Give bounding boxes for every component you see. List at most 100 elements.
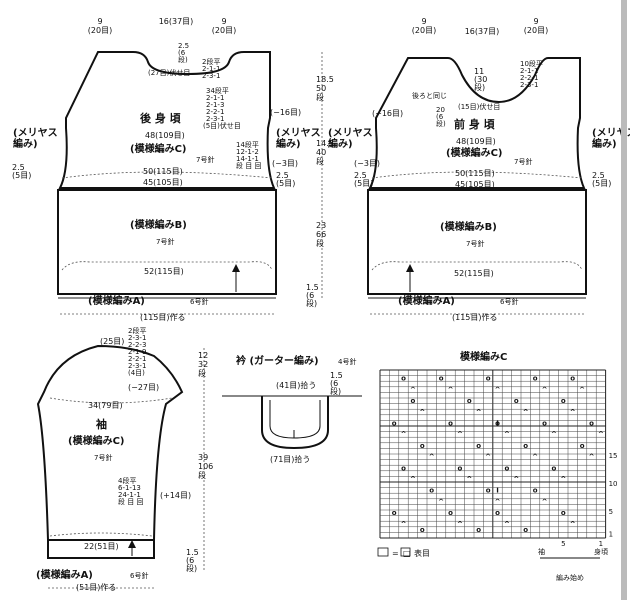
text-line: 52(115目) [454,269,494,278]
front-body-outline [368,57,586,189]
text-line: 12 [198,351,208,360]
text-line: (6 [306,291,314,300]
chart-dec-mark: ^ [410,386,416,394]
front-side-minus3: (−3目) [354,159,380,168]
text-line: 2段平 [202,57,220,66]
text-line: 表目 [414,548,430,558]
text-line: (模様編みB) [440,220,497,233]
chart-dec-mark: ^ [560,476,566,484]
chart-yo-mark: o [561,509,566,517]
text-line: 段) [178,55,188,64]
text-line: 23 [316,221,326,230]
text-line: (−16目) [372,109,403,118]
text-line: 身頃 [594,547,608,556]
chart-dec-mark: ^ [401,520,407,528]
text-line: (6 [178,49,186,57]
front-title: 前 身 頃 [454,117,496,131]
back-cast-on: (115目)作る [140,312,186,322]
chart-start-label: 編み始め [556,573,584,582]
sleeve-arrow-head [128,540,136,548]
chart-dec-mark: ^ [410,476,416,484]
chart-yo-mark: o [533,487,538,495]
text-line: 2-2-1 [206,108,224,116]
text-line: 後 身 頃 [140,111,182,125]
text-line: 2-2-3 [128,341,146,349]
chart-bar-mark: I [496,420,499,428]
text-line: 段) [330,386,341,396]
back-stockinette-left: (メリヤス編み) [13,127,58,150]
text-line: 32 [198,360,208,369]
chart-dec-mark: ^ [598,431,604,439]
text-line: (模様編みA) [398,294,455,307]
chart-dec-mark: ^ [485,453,491,461]
text-line: 後ろと同じ [412,91,447,100]
text-line: (模様編みC) [446,146,502,159]
text-line: 1.5 [186,548,199,557]
chart-yo-mark: o [580,442,585,450]
collar-outer-outline [261,396,329,450]
collar-needle: 4号針 [338,357,356,366]
chart-row-number: 10 [609,480,618,488]
text-line: (30 [474,75,487,84]
chart-yo-mark: o [439,375,444,383]
back-top-mid-dim: 16(37目) [159,17,194,26]
text-line: 段) [474,82,485,92]
legend-knit-box [400,547,411,557]
chart-dec-mark: ^ [523,408,529,416]
chart-dec-mark: ^ [419,408,425,416]
text-line: (27目)伏せ目 [148,68,190,77]
back-pattern-a: (模様編みA) [88,294,145,307]
chart-grid [379,369,607,539]
back-body-outline [58,51,276,189]
text-line: (41目)拾う [276,380,316,390]
text-line: (メリヤス [328,127,373,139]
front-needle-6: 6号針 [500,297,518,306]
sleeve-cast-on: (51目)作る [76,582,116,592]
back-stockinette-right: (メリヤス編み) [276,127,321,150]
text-line: (メリヤス [276,127,321,139]
chart-row-number: 1 [609,530,613,538]
chart-yo-mark: o [476,526,481,534]
text-line: (15目)伏せ目 [458,102,500,111]
text-line: 24-1-1 [118,491,141,499]
text-line: 16(37目) [159,17,194,26]
text-line: (5目) [12,171,31,180]
chart-yo-mark: o [401,464,406,472]
text-line: 50(115目) [143,167,183,176]
text-line: 編み始め [556,573,584,582]
chart-dec-mark: ^ [504,520,510,528]
text-line: 編み) [13,137,38,150]
chart-dec-mark: ^ [495,386,501,394]
text-line: 66 [316,230,326,239]
front-side-25-right: 2.5(5目) [592,171,611,188]
back-side-25-left: 2.5(5目) [12,163,31,180]
text-line: 段 目 回 [236,161,261,170]
text-line: 14.5 [316,139,334,148]
front-waist-45: 45(105目) [455,180,495,189]
text-line: 段) [186,563,197,573]
chart-title: 模様編みC [460,350,507,363]
back-hem-rect [57,189,277,295]
text-line: 袖 [96,417,107,431]
back-top-left-dim: 9(20目) [88,17,112,35]
text-line: 6-1-13 [118,484,141,492]
back-hem-52: 52(115目) [144,267,184,276]
text-line: 段 目 回 [118,497,143,506]
text-line: 2-3-1 [128,362,146,370]
text-line: 50 [316,84,326,93]
text-line: (メリヤス [13,127,58,139]
text-line: 48(109目) [145,131,185,140]
back-bust-dim: 48(109目) [145,131,185,140]
back-waist-45: 45(105目) [143,178,183,187]
back-pattern-boundary [61,171,273,179]
text-line: 6号針 [190,297,208,306]
